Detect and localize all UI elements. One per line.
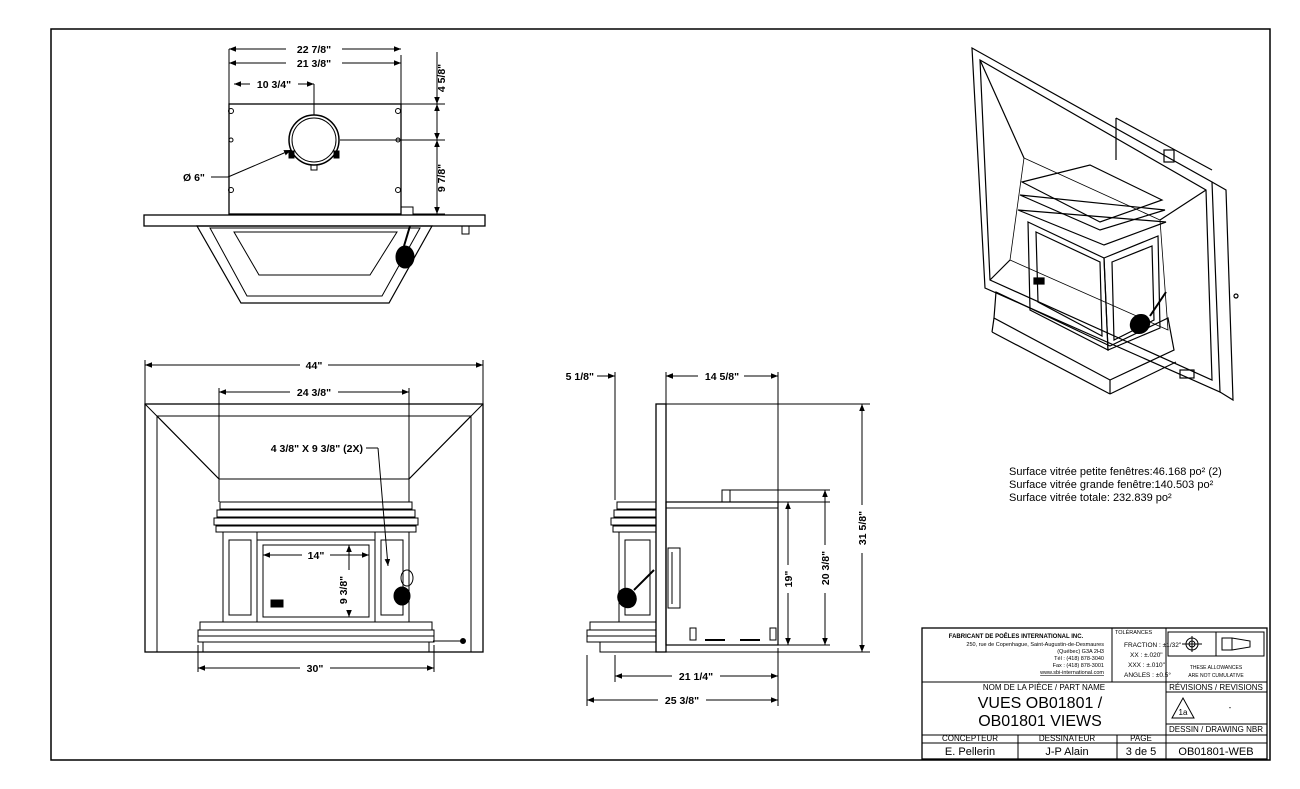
tolerance-xx: XX : ±.020" (1130, 652, 1163, 659)
title-block (921, 627, 1268, 760)
dim-side-body-height: 20 3/8" (820, 551, 832, 585)
designer-name: E. Pellerin (945, 746, 995, 758)
dim-side-inner-height: 19" (783, 571, 795, 588)
tolerance-angles: ANGLES : ±0.5° (1124, 671, 1171, 679)
dim-side-overall-depth: 25 3/8" (665, 695, 699, 707)
top-view-labels: 22 7/8" 21 3/8" 10 3/4" 4 5/8" 9 7/8" Ø … (183, 43, 448, 192)
dim-front-small-windows: 4 3/8" X 9 3/8" (2X) (271, 443, 363, 455)
company-name: FABRICANT DE POÊLES INTERNATIONAL INC. (949, 632, 1084, 640)
dim-side-overall-height: 31 5/8" (857, 511, 869, 545)
drawing-number-label: DESSIN / DRAWING NBR (1169, 725, 1263, 734)
drawing-number: OB01801-WEB (1178, 746, 1253, 758)
tolerance-fraction: FRACTION : ±1/32" (1124, 642, 1182, 649)
part-name-label: NOM DE LA PIÈCE / PART NAME (983, 683, 1105, 692)
title-block-text: FABRICANT DE POÊLES INTERNATIONAL INC. 2… (942, 629, 1263, 758)
company-address-1: 250, rue de Copenhague, Saint-Augustin-d… (966, 642, 1104, 648)
designer-label: CONCEPTEUR (942, 734, 998, 743)
allowance-note-2: ARE NOT CUMULATIVE (1188, 673, 1244, 679)
dim-front-opening-width: 24 3/8" (297, 387, 331, 399)
revision-code: 1a (1179, 708, 1188, 717)
top-view (143, 46, 486, 304)
dim-side-body-depth: 21 1/4" (679, 671, 713, 683)
note-total-glass: Surface vitrée totale: 232.839 po² (1009, 492, 1172, 504)
tolerance-xxx: XXX : ±.010" (1128, 662, 1166, 669)
drafter-name: J-P Alain (1045, 746, 1088, 758)
page-label: PAGE (1130, 734, 1152, 743)
note-large-window: Surface vitrée grande fenêtre:140.503 po… (1009, 479, 1214, 491)
isometric-view (971, 46, 1239, 402)
dim-front-glass-height: 9 3/8" (338, 576, 350, 604)
revisions-label: RÉVISIONS / REVISIONS (1169, 683, 1263, 692)
company-fax: Fax : (418) 878-3001 (1053, 663, 1104, 669)
side-view-labels: 5 1/8" 14 5/8" 31 5/8" 20 3/8" 19" 21 1/… (566, 370, 869, 707)
dim-top-flue-offset-x: 10 3/4" (257, 79, 291, 91)
glass-surface-notes: Surface vitrée petite fenêtres:46.168 po… (1009, 466, 1222, 504)
dim-top-flue-diameter: Ø 6" (183, 172, 205, 184)
drafter-label: DESSINATEUR (1039, 734, 1096, 743)
dim-top-overall-width: 22 7/8" (297, 44, 331, 56)
allowance-note-1: THESE ALLOWANCES (1190, 665, 1243, 671)
dim-front-glass-width: 14" (308, 550, 325, 562)
part-name-line-2: OB01801 VIEWS (978, 713, 1102, 730)
page-number: 3 de 5 (1126, 746, 1157, 758)
company-address-2: (Québec) G3A 2H3 (1057, 649, 1104, 655)
dim-top-body-depth: 9 7/8" (436, 164, 448, 192)
dim-side-rear-depth: 14 5/8" (705, 371, 739, 383)
sheet-border (50, 28, 1271, 761)
dim-side-front-projection: 5 1/8" (566, 371, 594, 383)
side-view (586, 372, 870, 706)
company-phone: Tél : (418) 878-3040 (1054, 656, 1104, 662)
dim-top-flue-offset-top: 4 5/8" (436, 64, 448, 92)
dim-top-body-width: 21 3/8" (297, 58, 331, 70)
company-website: www.sbi-international.com (1039, 670, 1104, 676)
part-name-line-1: VUES OB01801 / (978, 695, 1103, 712)
front-view (144, 360, 484, 672)
front-view-labels: 44" 24 3/8" 4 3/8" X 9 3/8" (2X) 14" 9 3… (271, 359, 363, 675)
note-small-windows: Surface vitrée petite fenêtres:46.168 po… (1009, 466, 1222, 478)
dim-front-base-width: 30" (307, 663, 324, 675)
tolerances-label: TOLÉRANCES (1115, 629, 1153, 636)
revision-note: - (1229, 703, 1232, 712)
dim-front-overall-width: 44" (306, 360, 323, 372)
